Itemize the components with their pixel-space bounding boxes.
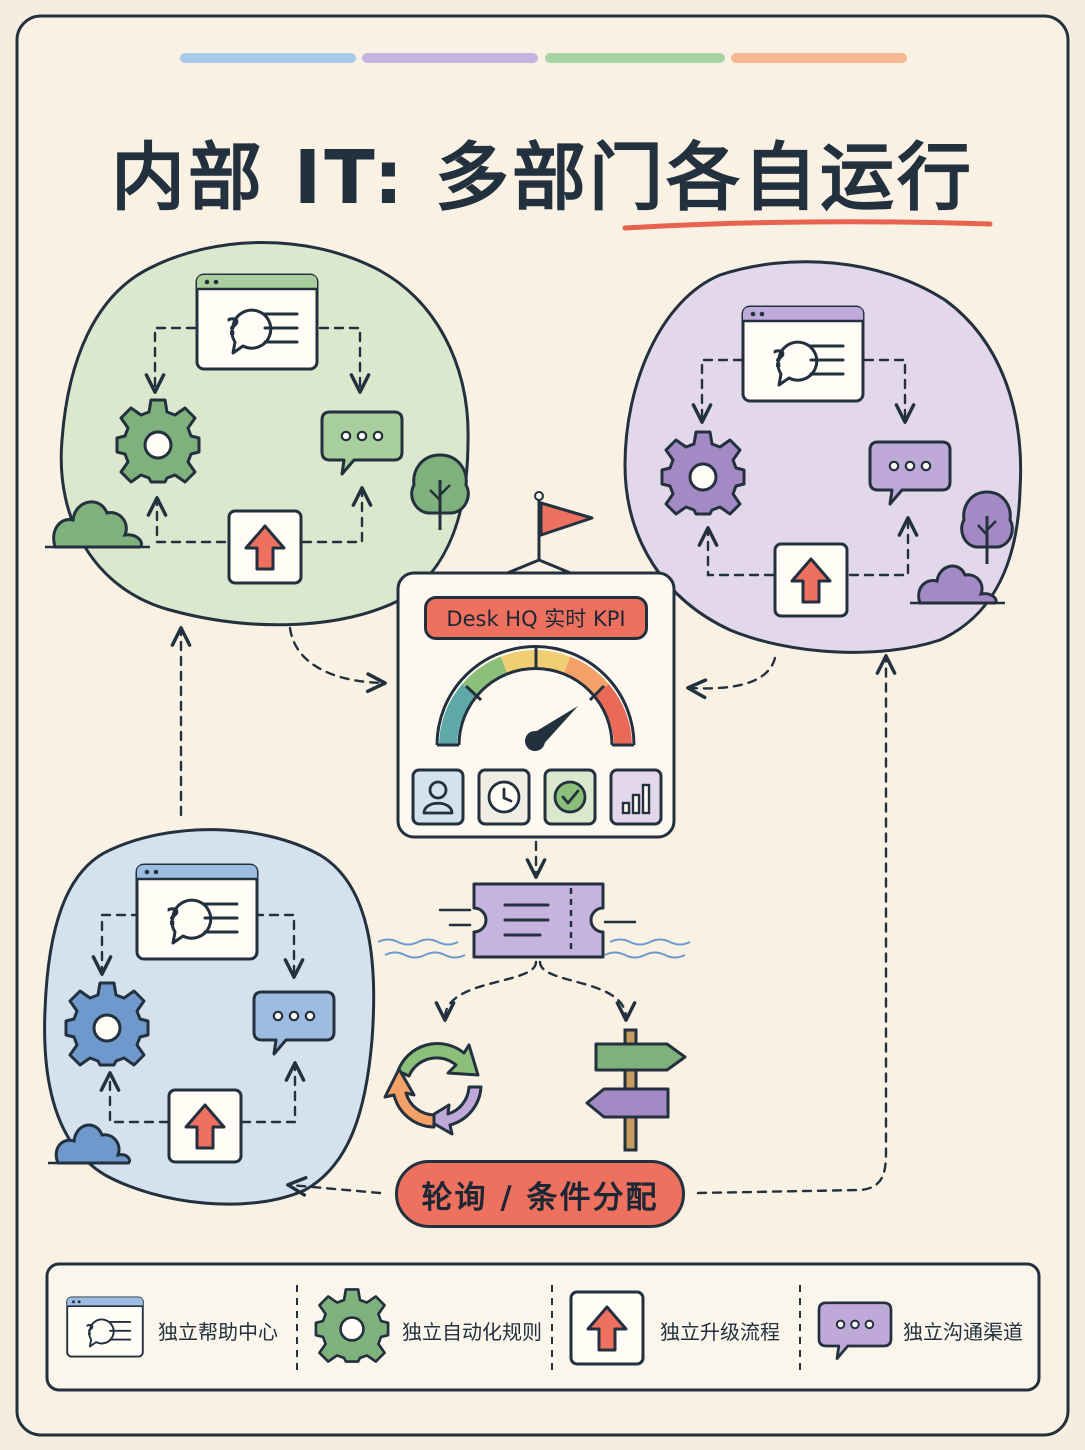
department-green-flow-arrows [144,326,373,544]
tree-icon [960,490,1014,564]
legend-label-communication-channel: 独立沟通渠道 [903,1320,1023,1344]
legend-label-help-center: 独立帮助中心 [158,1320,278,1344]
legend-label-escalation-flow: 独立升级流程 [660,1320,780,1344]
escalation-arrow-icon [227,509,303,585]
routing-label: 轮询 / 条件分配 [395,1160,685,1228]
help-center-icon [135,863,259,961]
connector-arrows [170,626,897,1197]
tree-icon [410,453,470,530]
arrow-ticket-to-signpost [538,960,637,1022]
bar-chart-icon [609,768,663,826]
clock-icon [477,768,531,826]
department-blue-flow-arrows [91,913,306,1124]
hq-kpi-badge: Desk HQ 实时 KPI [424,596,648,640]
legend-label-automation-rules: 独立自动化规则 [402,1320,542,1344]
gauge-icon [435,645,636,751]
legend-panel [45,1262,1041,1392]
legend-gear-icon [314,1288,390,1363]
legend-escalation-arrow-icon [569,1290,645,1366]
stripe-4 [731,53,907,63]
arrow-purple-to-hq [686,656,777,700]
department-purple-flow-arrows [691,358,919,577]
help-center-icon [195,273,319,371]
escalation-arrow-icon [167,1088,243,1164]
department-blue [43,828,376,1206]
arrow-green-to-hq [288,626,387,694]
user-icon [411,768,465,826]
stripe-2 [362,53,538,63]
department-green [45,241,470,627]
gear-icon [660,430,746,516]
title-underline [622,219,993,231]
stripe-1 [180,53,356,63]
signpost-icon [585,1028,687,1152]
bush-icon [910,564,1005,605]
legend-help-center-icon [66,1296,144,1358]
stripe-3 [545,53,725,63]
check-icon [543,768,597,826]
escalation-arrow-icon [773,542,849,618]
top-color-stripes [180,53,907,63]
page-title: 内部 IT: 多部门各自运行 [110,135,975,221]
ticket-icon [377,882,691,959]
bush-icon [45,500,150,549]
help-center-icon [741,305,865,403]
arrow-routing-to-purple [696,654,897,1195]
arrow-ticket-to-cycle [434,960,538,1022]
round-robin-cycle-icon [383,1042,483,1136]
gear-icon [64,981,150,1067]
arrow-routing-to-blue [286,1176,382,1197]
gear-icon [115,398,201,484]
department-purple [623,260,1023,654]
bush-icon [48,1123,132,1165]
